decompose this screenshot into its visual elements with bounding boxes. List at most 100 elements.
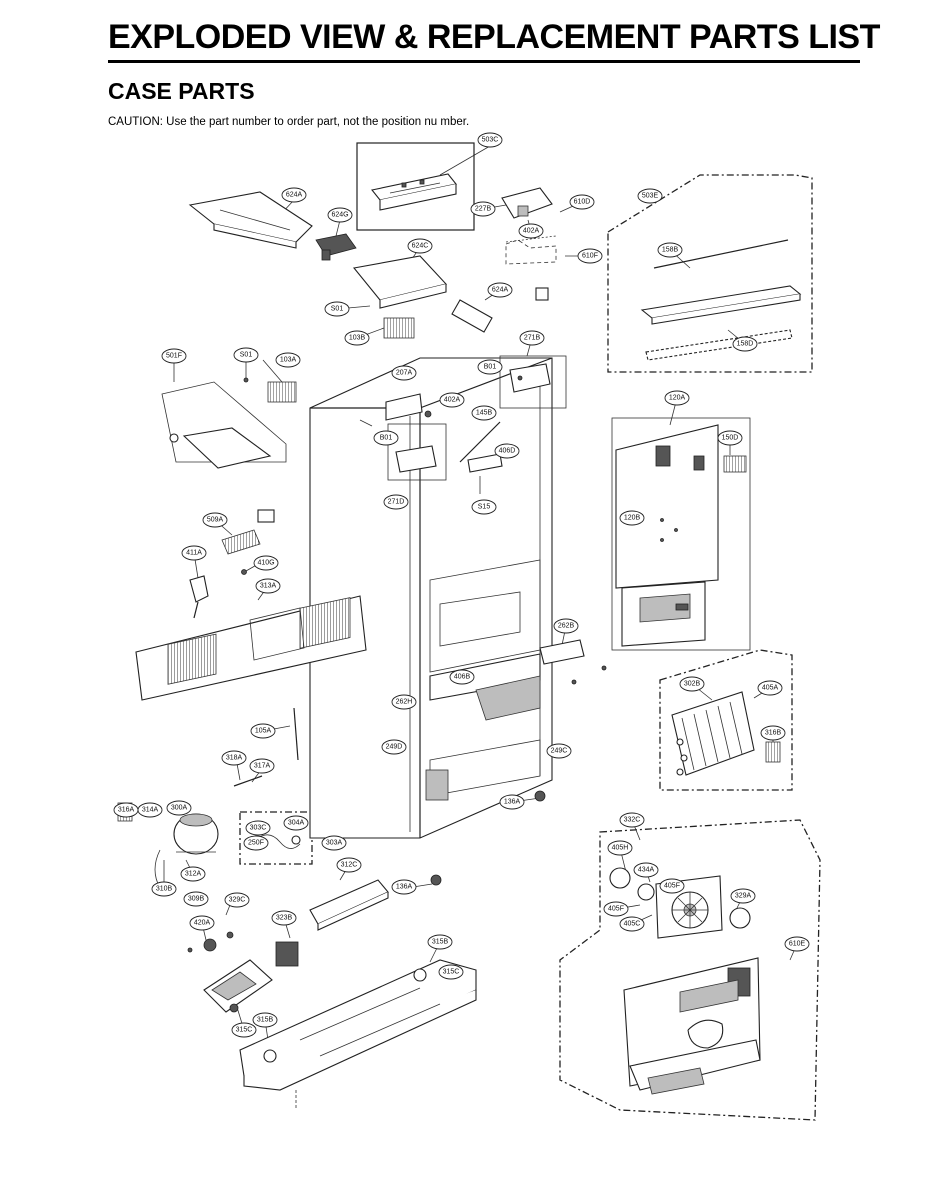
callout-405h: 405H [607, 840, 633, 856]
shelf-501f [161, 381, 287, 469]
callout-103a: 103A [275, 352, 301, 368]
callout-label: S01 [331, 306, 344, 313]
callout-label: 610E [789, 941, 806, 948]
callout-323b: 323B [271, 910, 297, 926]
callout-158d: 158D [732, 336, 758, 352]
callout-624a: 624A [281, 187, 307, 203]
callout-227b: 227B [470, 201, 496, 217]
callout-s01: S01 [233, 347, 259, 363]
callout-136a: 136A [499, 794, 525, 810]
callout-label: 249D [386, 744, 403, 751]
machine-cover-313a [135, 595, 367, 701]
callout-313a: 313A [255, 578, 281, 594]
callout-label: 312C [341, 862, 358, 869]
callout-314a: 314A [137, 802, 163, 818]
callout-label: 145B [476, 410, 493, 417]
callout-label: 317A [254, 763, 271, 770]
callout-420a: 420A [189, 915, 215, 931]
callout-315b: 315B [427, 934, 453, 950]
lamp-103a [243, 377, 297, 403]
fan-motor-assembly [203, 959, 273, 1013]
callout-309b: 309B [183, 891, 209, 907]
callout-315c: 315C [438, 964, 464, 980]
callout-624c: 624C [407, 238, 433, 254]
callout-105a: 105A [250, 723, 276, 739]
callout-label: 332C [624, 817, 641, 824]
lamp-103b [383, 317, 415, 339]
callout-405f: 405F [603, 901, 629, 917]
callout-120a: 120A [664, 390, 690, 406]
callout-label: 262B [558, 623, 575, 630]
callout-label: 420A [194, 920, 211, 927]
callout-303c: 303C [245, 820, 271, 836]
callout-label: 405H [612, 845, 629, 852]
sensor-411a [189, 569, 247, 619]
callout-label: 136A [504, 799, 521, 806]
callout-label: B01 [484, 364, 497, 371]
callout-410g: 410G [253, 555, 279, 571]
callout-label: 503C [482, 137, 499, 144]
callout-label: 624G [331, 212, 348, 219]
callout-304a: 304A [283, 815, 309, 831]
callout-label: 103A [280, 357, 297, 364]
callout-406d: 406D [494, 443, 520, 459]
callout-312a: 312A [180, 866, 206, 882]
callout-label: 405F [664, 883, 680, 890]
support-262b [539, 639, 607, 685]
fan-parts-323b [187, 931, 299, 967]
page-title: EXPLODED VIEW & REPLACEMENT PARTS LIST [108, 18, 880, 56]
callout-503c: 503C [477, 132, 503, 148]
callout-315b: 315B [252, 1012, 278, 1028]
bracket-227b [501, 187, 557, 265]
callout-label: 249C [551, 748, 568, 755]
hinge-207a [385, 393, 432, 421]
callout-label: 411A [186, 550, 202, 557]
callout-label: 207A [396, 370, 413, 377]
callout-271b: 271B [519, 330, 545, 346]
callout-label: 303C [250, 825, 267, 832]
callout-411a: 411A [181, 545, 207, 561]
callout-250f: 250F [243, 835, 269, 851]
callout-label: 410G [257, 560, 274, 567]
callout-label: B01 [380, 435, 393, 442]
callout-label: 302B [684, 681, 701, 688]
callout-b01: B01 [373, 430, 399, 446]
callout-103b: 103B [344, 330, 370, 346]
callout-label: 405A [762, 685, 779, 692]
callout-610f: 610F [577, 248, 603, 264]
callout-label: 501F [166, 353, 182, 360]
callout-label: 323B [276, 915, 293, 922]
callout-label: 509A [207, 517, 224, 524]
callout-label: 158B [662, 247, 679, 254]
callout-label: 312A [185, 871, 202, 878]
callout-405c: 405C [619, 916, 645, 932]
callout-label: 329A [735, 893, 752, 900]
hinge-bracket-271b [499, 355, 567, 409]
callout-label: 304A [288, 820, 305, 827]
callout-label: 318A [226, 755, 243, 762]
callout-label: 315C [443, 969, 460, 976]
evaporator-box [659, 649, 793, 791]
callout-label: S01 [240, 352, 253, 359]
callout-315c: 315C [231, 1022, 257, 1038]
section-title: CASE PARTS [108, 78, 255, 104]
callout-label: 624C [412, 243, 429, 250]
callout-271d: 271D [383, 494, 409, 510]
caution-note: CAUTION: Use the part number to order pa… [108, 116, 470, 128]
condenser-pipe-312c [309, 879, 389, 931]
callout-624g: 624G [327, 207, 353, 223]
compressor-300a [154, 813, 219, 889]
light-cover-box [607, 174, 813, 373]
callout-610d: 610D [569, 194, 595, 210]
callout-label: 315B [257, 1017, 274, 1024]
callout-label: 329C [229, 897, 246, 904]
callout-label: 271D [388, 499, 405, 506]
hinge-bracket-271d [387, 423, 447, 481]
callout-label: 136A [396, 884, 413, 891]
callout-label: 314A [142, 807, 159, 814]
base-plate-315b [239, 959, 477, 1110]
compressor-parts-box [239, 811, 313, 865]
valve-317a [233, 775, 263, 787]
callout-302b: 302B [679, 676, 705, 692]
